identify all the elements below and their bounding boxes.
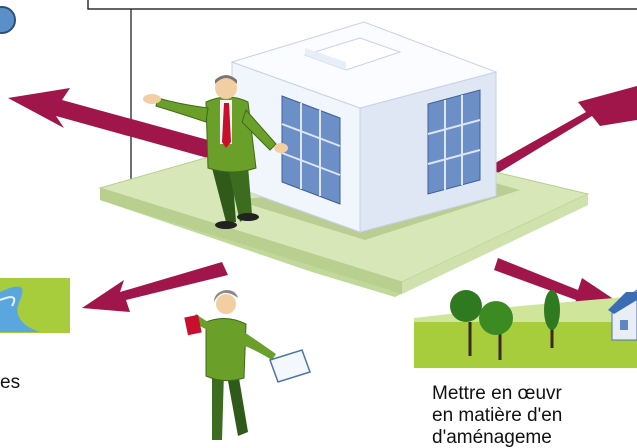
right-caption-line-1: Mettre en œuvr bbox=[432, 383, 562, 404]
callout-box bbox=[87, 0, 637, 10]
right-caption-line-2: en matière d'en bbox=[432, 405, 563, 426]
left-caption-fragment: es bbox=[0, 372, 21, 393]
arrow-up-right bbox=[465, 86, 637, 190]
river-scene bbox=[0, 278, 70, 445]
arrow-down-right bbox=[494, 258, 624, 312]
presenter-figure bbox=[143, 75, 288, 229]
corner-globe-icon bbox=[0, 6, 16, 34]
arrow-up-left bbox=[8, 88, 230, 162]
walking-woman-figure bbox=[184, 290, 311, 440]
right-caption-line-3: d'aménageme bbox=[432, 427, 552, 448]
office-building bbox=[230, 21, 520, 240]
trees-house-scene bbox=[414, 289, 637, 445]
arrow-down-left bbox=[82, 262, 228, 312]
